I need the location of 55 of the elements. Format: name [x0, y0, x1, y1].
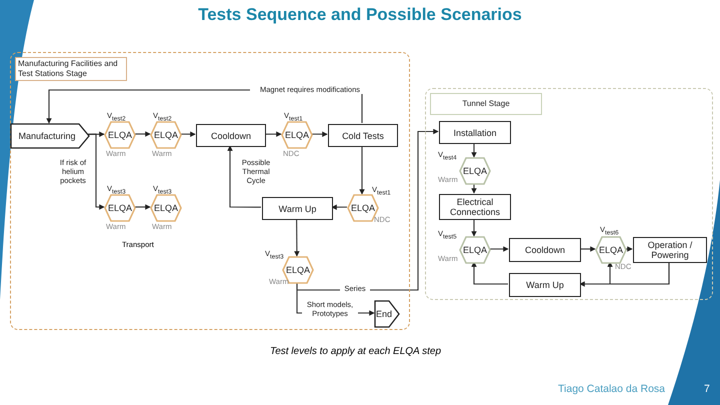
step-label: ELQA [462, 166, 487, 176]
step-label: Warm Up [278, 204, 316, 214]
arrow [227, 145, 261, 208]
process-box [633, 237, 707, 263]
author-name: Tiago Catalao da Rosa [558, 383, 666, 395]
step-label: ELQA [154, 130, 178, 140]
process-box [439, 121, 511, 144]
step-label: Cooldown [524, 245, 566, 255]
step-label: Cold Tests [342, 130, 384, 140]
step-label: ELQA [284, 130, 309, 140]
stage-container [425, 88, 713, 300]
stage-heading: Manufacturing Facilities and Test Stations Stage [15, 57, 127, 81]
arrow [134, 131, 151, 137]
stage-heading: Tunnel Stage [430, 93, 542, 115]
arrow [489, 246, 509, 252]
step-label: Installation [453, 128, 497, 138]
arrow [580, 246, 596, 252]
arrow [88, 133, 105, 210]
process-box [509, 238, 581, 262]
note-text: Test levels to apply at each ELQA step [270, 346, 442, 357]
step-label: ELQA [154, 203, 178, 213]
step-label: ELQA [108, 130, 132, 140]
process-box [196, 124, 266, 147]
arrow [88, 132, 105, 138]
step-label: End [376, 309, 393, 319]
arrow [625, 246, 633, 252]
arrow [296, 128, 439, 291]
step-label: ELQA [108, 203, 132, 213]
arrow [331, 204, 347, 210]
step-label: Electrical Connections [448, 197, 502, 217]
arrow [180, 131, 196, 137]
arrow [471, 219, 477, 237]
title: Tests Sequence and Possible Scenarios [197, 5, 523, 25]
step-label: ELQA [462, 245, 487, 255]
pentagon-step [375, 301, 399, 327]
process-box [328, 124, 398, 147]
process-box [262, 197, 333, 220]
arrow [359, 146, 365, 195]
step-label: ELQA [598, 245, 623, 255]
step-label: Warm Up [526, 280, 564, 290]
arrow [294, 219, 300, 257]
arrow [607, 261, 670, 285]
arrow [471, 143, 477, 158]
pentagon-step [11, 124, 89, 148]
process-box [439, 194, 511, 220]
step-label: Cooldown [210, 130, 252, 140]
arrow [311, 131, 328, 137]
step-label: ELQA [350, 203, 375, 213]
step-label: ELQA [286, 265, 310, 275]
arrow [265, 131, 282, 137]
step-label: Manufacturing [18, 131, 77, 141]
process-box [509, 273, 581, 297]
arrow [134, 204, 151, 210]
page-number: 7 [704, 383, 710, 395]
step-label: Operation / Powering [646, 240, 694, 260]
